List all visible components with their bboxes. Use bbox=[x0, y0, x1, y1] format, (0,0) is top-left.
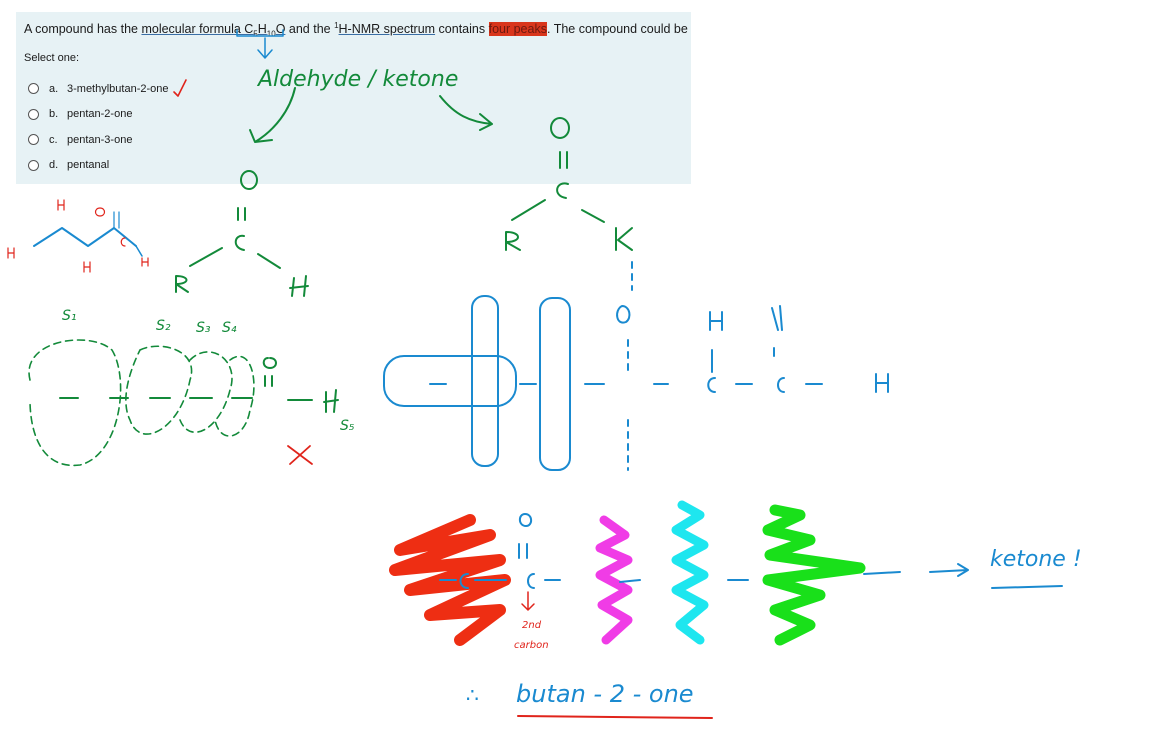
radio-c[interactable] bbox=[28, 134, 39, 146]
right-h-atoms bbox=[709, 305, 783, 331]
ch2-label-2 bbox=[83, 261, 91, 273]
conclusion-underline bbox=[517, 715, 713, 719]
s3-label: S₃ bbox=[196, 320, 211, 336]
oxygen-label bbox=[94, 207, 106, 217]
s2-label: S₂ bbox=[156, 318, 171, 334]
aldehyde-h bbox=[289, 275, 309, 297]
aldehyde-carbon bbox=[234, 234, 245, 251]
second-carbon-arrow-icon bbox=[521, 591, 535, 611]
option-b[interactable]: b. pentan-2-one bbox=[28, 102, 169, 128]
s3-dashed-group bbox=[179, 351, 233, 433]
radio-a[interactable] bbox=[28, 83, 39, 95]
s2-dashed-group bbox=[125, 345, 193, 435]
carbon2-vertical-box bbox=[539, 297, 571, 471]
four-peaks-highlight: four peaks bbox=[488, 22, 547, 37]
butan-2-one-note: butan - 2 - one bbox=[516, 680, 694, 708]
s4-dashed-group bbox=[214, 355, 255, 437]
butanone-double-bond bbox=[518, 543, 528, 559]
therefore-symbol: ∴ bbox=[466, 683, 479, 707]
option-d[interactable]: d. pentanal bbox=[28, 153, 169, 179]
ketone-carbon bbox=[556, 182, 569, 199]
s1-label: S₁ bbox=[62, 308, 77, 324]
s5-label: S₅ bbox=[340, 418, 355, 434]
ketone-r2 bbox=[615, 227, 633, 251]
aldehyde-bonds bbox=[189, 247, 281, 269]
pentanal-carbonyl bbox=[113, 211, 120, 229]
ketone-arrow-icon bbox=[929, 563, 969, 577]
terminal-h-box bbox=[383, 355, 517, 407]
carbon-note: carbon bbox=[514, 640, 549, 651]
carbonyl-o bbox=[616, 305, 631, 324]
option-a[interactable]: a. 3-methylbutan-2-one bbox=[28, 76, 169, 102]
c-atoms-right bbox=[707, 377, 785, 393]
right-bonds bbox=[653, 347, 823, 385]
c-label bbox=[120, 237, 126, 247]
ketone-underline bbox=[991, 585, 1063, 589]
question-card: A compound has the molecular formula C5H… bbox=[16, 12, 691, 184]
butanone-chain bbox=[439, 571, 901, 583]
select-one-label: Select one: bbox=[24, 52, 80, 64]
radio-b[interactable] bbox=[28, 108, 39, 120]
expanded-carbonyl bbox=[262, 357, 277, 387]
h-label bbox=[141, 257, 149, 267]
ch2-label-1 bbox=[57, 199, 65, 211]
ketone-bonds bbox=[511, 199, 605, 223]
blue-dashed-c bbox=[627, 261, 633, 471]
aldehyde-r bbox=[175, 275, 189, 293]
butanone-c bbox=[459, 573, 535, 589]
carbon1-vertical-box bbox=[471, 295, 499, 467]
aldehyde-double-bond bbox=[237, 207, 246, 221]
answer-options: a. 3-methylbutan-2-one b. pentan-2-one c… bbox=[28, 76, 169, 178]
cyan-peak-mark bbox=[671, 500, 709, 645]
ketone-conclusion-note: ketone ! bbox=[990, 547, 1082, 572]
question-text: A compound has the molecular formula C5H… bbox=[24, 21, 688, 39]
pentanal-skeleton bbox=[33, 227, 137, 247]
expanded-h5 bbox=[323, 389, 339, 413]
expanded-chain bbox=[59, 397, 313, 401]
pentanal-aldehyde-h bbox=[135, 245, 143, 257]
radio-d[interactable] bbox=[28, 159, 39, 171]
butanone-oxygen bbox=[518, 513, 533, 527]
green-peak-mark bbox=[762, 504, 866, 646]
second-note: 2nd bbox=[522, 620, 542, 631]
s1-dashed-group bbox=[28, 339, 122, 467]
s4-label: S₄ bbox=[222, 320, 237, 336]
red-peak-mark bbox=[389, 514, 511, 646]
magenta-peak-mark bbox=[595, 515, 633, 645]
ketone-r bbox=[505, 231, 521, 251]
terminal-h-right bbox=[875, 373, 889, 393]
option-c[interactable]: c. pentan-3-one bbox=[28, 127, 169, 153]
ch3-label bbox=[7, 247, 15, 259]
red-cross-mark bbox=[287, 445, 313, 465]
